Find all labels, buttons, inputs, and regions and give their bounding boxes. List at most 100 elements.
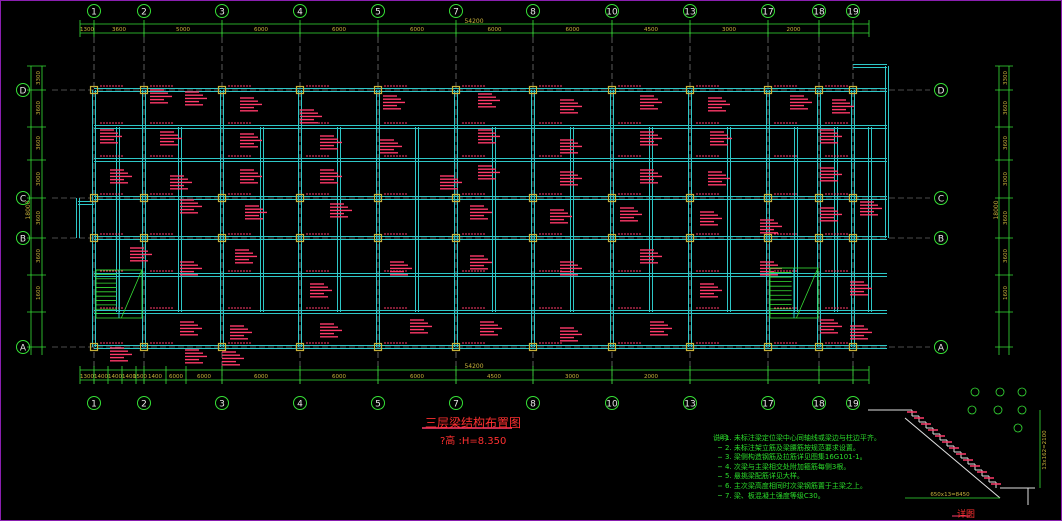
column-mark — [607, 85, 617, 95]
axis-bubble — [683, 4, 697, 18]
column-mark — [763, 342, 773, 352]
column-mark — [763, 233, 773, 243]
axis-label: A — [20, 344, 27, 354]
axis-bubble — [934, 231, 948, 245]
column-mark — [607, 233, 617, 243]
axis-label: 17 — [762, 400, 773, 410]
axis-label: 17 — [762, 8, 773, 18]
axis-bubble — [526, 4, 540, 18]
axis-bubble — [526, 396, 540, 410]
dimension-text: 5000 — [176, 27, 190, 33]
dimension-text: 3000 — [1003, 172, 1009, 186]
column-mark — [373, 342, 383, 352]
dimension-text: 18000 — [25, 200, 32, 219]
axis-bubble — [683, 396, 697, 410]
column-mark — [373, 193, 383, 203]
axis-bubble — [934, 340, 948, 354]
dimension-text: 3600 — [36, 136, 42, 150]
column-mark — [373, 233, 383, 243]
column-mark — [295, 85, 305, 95]
note-item: 3. 梁侧构造钢筋及拉筋详见图集16G101-1。 — [725, 453, 867, 462]
axis-label: 8 — [530, 400, 536, 410]
dimension-text: 3300 — [36, 71, 42, 85]
notes-heading: 说明: — [713, 434, 730, 442]
detail-label: 详图 — [957, 510, 976, 520]
dimension-text: 54200 — [464, 18, 483, 25]
axis-bubble — [16, 231, 30, 245]
dimension-text: 1500 — [133, 374, 147, 380]
column-mark — [685, 85, 695, 95]
column-mark — [848, 85, 858, 95]
column-mark — [373, 85, 383, 95]
axis-bubble — [812, 396, 826, 410]
axis-bubble — [449, 4, 463, 18]
column-mark — [528, 233, 538, 243]
column-mark — [814, 193, 824, 203]
dimension-text: 3600 — [1003, 136, 1009, 150]
column-mark — [607, 342, 617, 352]
detail-bubble — [1013, 423, 1023, 433]
axis-label: 1 — [91, 8, 97, 18]
column-mark — [217, 342, 227, 352]
axis-bubble — [215, 396, 229, 410]
column-mark — [451, 233, 461, 243]
detail-bubble — [1017, 387, 1027, 397]
column-mark — [295, 193, 305, 203]
dimension-text: 1300 — [80, 27, 94, 33]
axis-label: A — [938, 344, 945, 354]
dimension-text: 3600 — [1003, 249, 1009, 263]
column-mark — [814, 85, 824, 95]
column-mark — [848, 233, 858, 243]
axis-label: 19 — [847, 8, 859, 18]
dimension-text: 4500 — [644, 27, 658, 33]
column-mark — [139, 85, 149, 95]
axis-label: 10 — [606, 400, 618, 410]
dimension-text: 2000 — [787, 27, 801, 33]
dimension-text: 6000 — [332, 27, 346, 33]
note-item: 1. 未标注梁定位梁中心同轴线或梁边与柱边平齐。 — [725, 434, 881, 442]
note-item: 7. 梁、板混凝土强度等级C30。 — [725, 491, 825, 500]
axis-bubble — [293, 4, 307, 18]
column-mark — [451, 193, 461, 203]
dimension-text: 4500 — [487, 374, 501, 380]
dimension-text: 2000 — [644, 374, 658, 380]
dimension-text: 6000 — [197, 374, 211, 380]
detail-bubble — [967, 405, 977, 415]
axis-label: C — [20, 195, 26, 205]
dimension-text: 3600 — [36, 101, 42, 115]
axis-bubble — [449, 396, 463, 410]
axis-bubble — [16, 83, 30, 97]
axis-bubble — [16, 340, 30, 354]
general-notes: 说明: 1. 未标注梁定位梁中心同轴线或梁边与柱边平齐。 2. 未标注架立筋及梁… — [713, 434, 940, 501]
axis-label: 10 — [606, 8, 618, 18]
column-mark — [295, 342, 305, 352]
axis-bubble — [371, 396, 385, 410]
axis-label: C — [938, 195, 944, 205]
axis-label: 3 — [219, 400, 225, 410]
stair-arrow — [796, 267, 819, 319]
dimension-text: 6000 — [410, 374, 424, 380]
axis-bubble — [812, 4, 826, 18]
detail-bubble — [970, 387, 980, 397]
column-mark — [528, 85, 538, 95]
axis-label: B — [20, 235, 26, 245]
axis-label: 2 — [141, 8, 147, 18]
dimension-text: 6000 — [410, 27, 424, 33]
axis-bubble — [761, 4, 775, 18]
column-mark — [451, 342, 461, 352]
dimension-text: 18000 — [993, 200, 1000, 219]
column-mark — [89, 342, 99, 352]
column-mark — [528, 342, 538, 352]
column-mark — [89, 85, 99, 95]
dimension-text: 6000 — [332, 374, 346, 380]
dimension-text: 3600 — [36, 249, 42, 263]
dimension-text: 3600 — [36, 211, 42, 225]
dimension-text: 3600 — [1003, 101, 1009, 115]
axis-label: 19 — [847, 400, 859, 410]
axis-label: 3 — [219, 8, 225, 18]
dimension-text: 6000 — [254, 374, 268, 380]
axis-label: 2 — [141, 400, 147, 410]
axis-bubble — [293, 396, 307, 410]
detail-dimension-text: 650x13=8450 — [930, 492, 970, 498]
